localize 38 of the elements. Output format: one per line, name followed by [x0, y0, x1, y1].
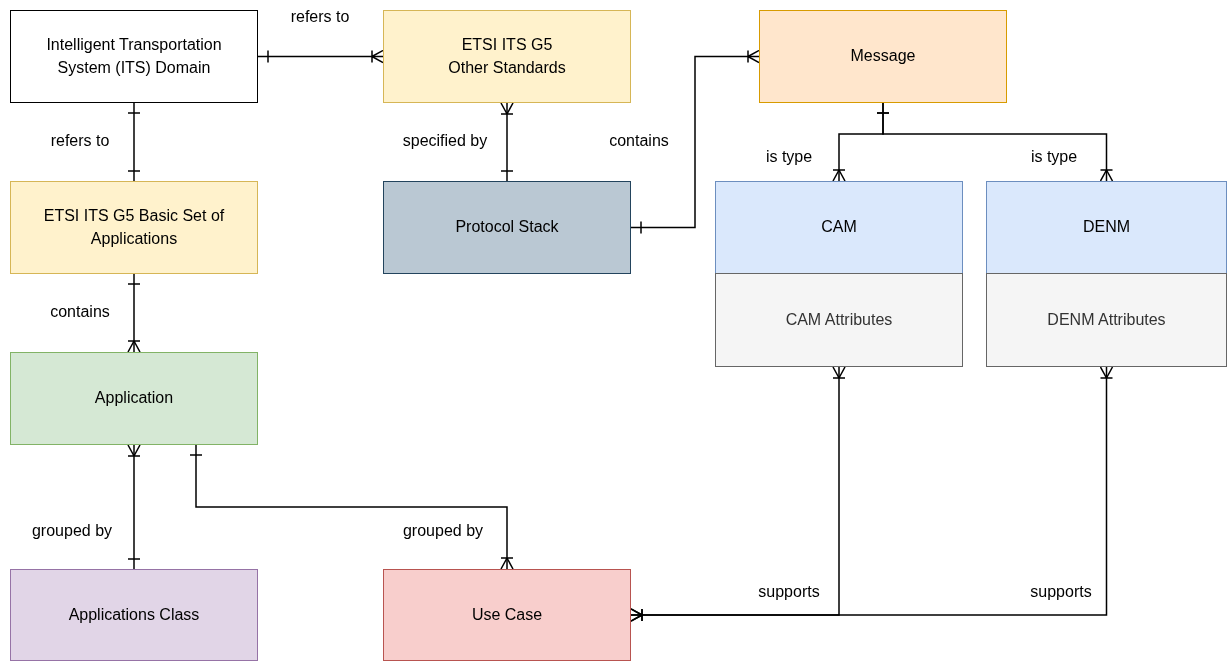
relationship-line — [127, 102, 141, 182]
entity-box — [383, 10, 631, 103]
entity-box — [383, 181, 631, 274]
entity-name: Protocol Stack — [455, 217, 559, 238]
edge-label: supports — [756, 583, 822, 601]
relationship-line — [630, 366, 1114, 622]
entity-name: Message — [850, 46, 916, 67]
relationship-line — [189, 444, 514, 570]
relationship-line — [127, 444, 141, 570]
relationship-line — [500, 102, 514, 182]
relationship-line — [876, 102, 1114, 182]
entity-name: CAM Attributes — [785, 309, 893, 330]
entity-box — [10, 569, 258, 661]
entity-name: ETSI ITS G5 Other Standards — [447, 35, 567, 78]
table-body — [986, 273, 1227, 367]
edge-label: grouped by — [29, 522, 115, 540]
entity-name: Use Case — [471, 604, 543, 625]
entity-box — [10, 181, 258, 274]
entity-name: DENM — [1082, 217, 1131, 238]
table-body — [715, 273, 963, 367]
entity-name: Applications Class — [68, 604, 200, 625]
entity-box — [10, 10, 258, 103]
entity-name: Application — [94, 388, 174, 409]
entity-name: CAM — [821, 217, 857, 238]
edge-label: grouped by — [400, 522, 486, 540]
table-header — [986, 181, 1227, 274]
edge-label: specified by — [400, 132, 490, 150]
relationship-line — [127, 273, 141, 353]
relationship-line — [630, 49, 760, 235]
relationship-line — [257, 49, 384, 64]
entity-name: DENM Attributes — [1047, 309, 1166, 330]
entity-box — [759, 10, 1007, 103]
table-header — [715, 181, 963, 274]
entity-box — [10, 352, 258, 445]
entity-box — [383, 569, 631, 661]
entity-name: ETSI ITS G5 Basic Set of Applications — [42, 206, 226, 249]
edge-label: supports — [1028, 583, 1094, 601]
entity-name: Intelligent Transportation System (ITS) Domain — [45, 35, 223, 78]
